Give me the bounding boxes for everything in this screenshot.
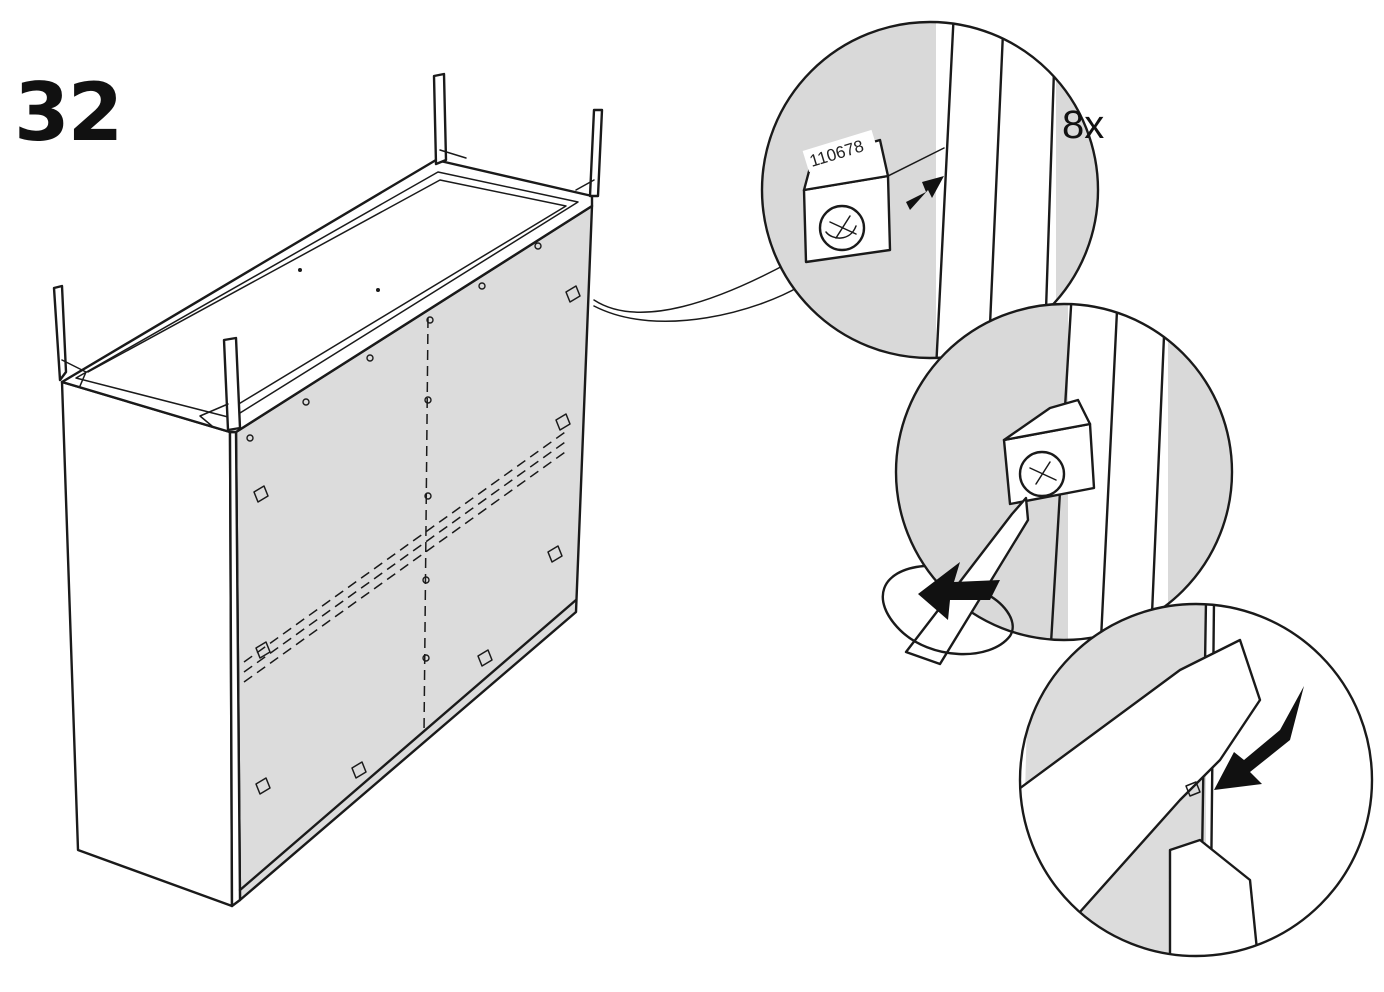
detail-circle-hand (1018, 602, 1374, 958)
cabinet-leg-front-right (222, 336, 242, 432)
callout-leader (593, 261, 791, 313)
push-arrow-icon (906, 176, 944, 210)
step-number: 32 (14, 66, 121, 159)
back-panel-holes (246, 242, 542, 662)
detail-circle-insert: 110678 (760, 20, 1100, 360)
fitting-brackets (253, 285, 581, 795)
rotation-arrow-icon (881, 564, 1014, 656)
screw-head-icon (1018, 450, 1066, 498)
cabinet-leg-back-right (588, 108, 604, 198)
detail-circle-screwing (881, 302, 1234, 666)
cabinet-assembly (52, 72, 604, 908)
quantity-label: 8x (1062, 103, 1104, 147)
screw-head-icon (818, 204, 866, 252)
cabinet-leg-back-left (432, 72, 448, 166)
center-divider-line (423, 317, 429, 735)
cabinet-side-panel (60, 380, 234, 908)
cabinet-leg-front-left (52, 284, 68, 382)
down-arrow-icon (1214, 686, 1304, 790)
